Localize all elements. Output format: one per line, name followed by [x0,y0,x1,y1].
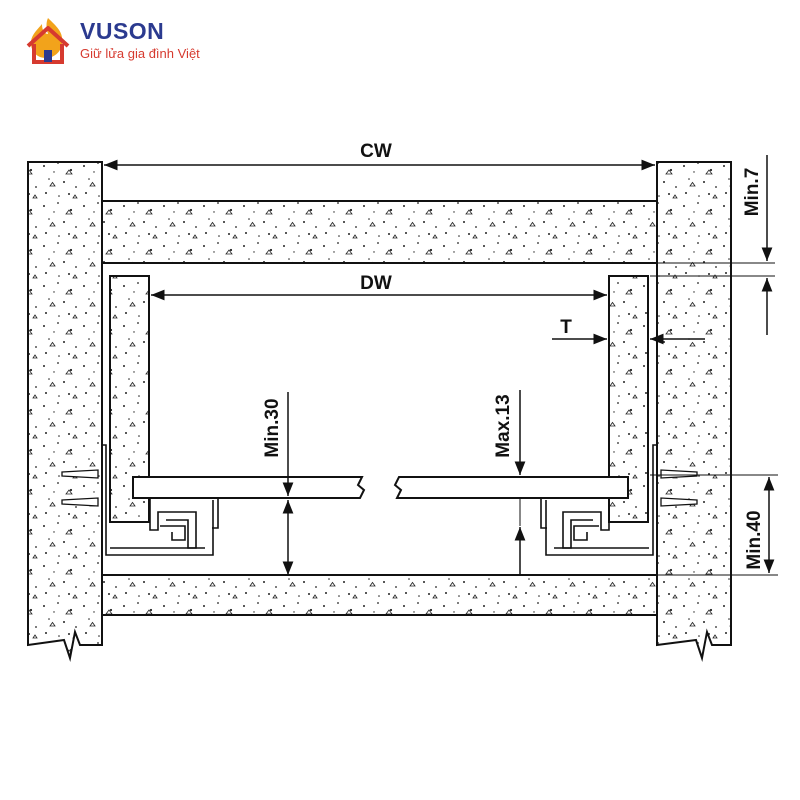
dw-label: DW [360,273,392,294]
flame-house-icon [26,18,70,64]
min40-label: Min.40 [744,510,765,569]
min7-dimension: Min.7 [650,155,775,335]
t-dimension: T [552,317,705,345]
cabinet-right-side [656,161,732,662]
min40-dimension: Min.40 [650,474,778,576]
brand-name: VUSON [80,18,165,44]
cw-label: CW [360,141,392,162]
runner-right [540,444,657,556]
cabinet-top-board [101,200,658,264]
brand-logo [18,12,278,72]
cw-dimension: CW [104,141,655,171]
min7-label: Min.7 [742,168,763,217]
dw-dimension: DW [151,273,607,301]
t-label: T [560,317,572,338]
max13-label: Max.13 [493,394,514,457]
cabinet-bottom-board [101,574,658,616]
screw-icon [61,469,698,507]
max13-dimension: Max.13 [493,390,526,575]
min30-dimension: Min.30 [262,392,294,575]
runner-left [102,444,219,556]
min30-label: Min.30 [262,398,283,457]
drawer-bottom-panel [132,476,629,499]
cabinet-left-side [27,161,103,662]
brand-slogan: Giữ lửa gia đình Việt [80,46,200,61]
